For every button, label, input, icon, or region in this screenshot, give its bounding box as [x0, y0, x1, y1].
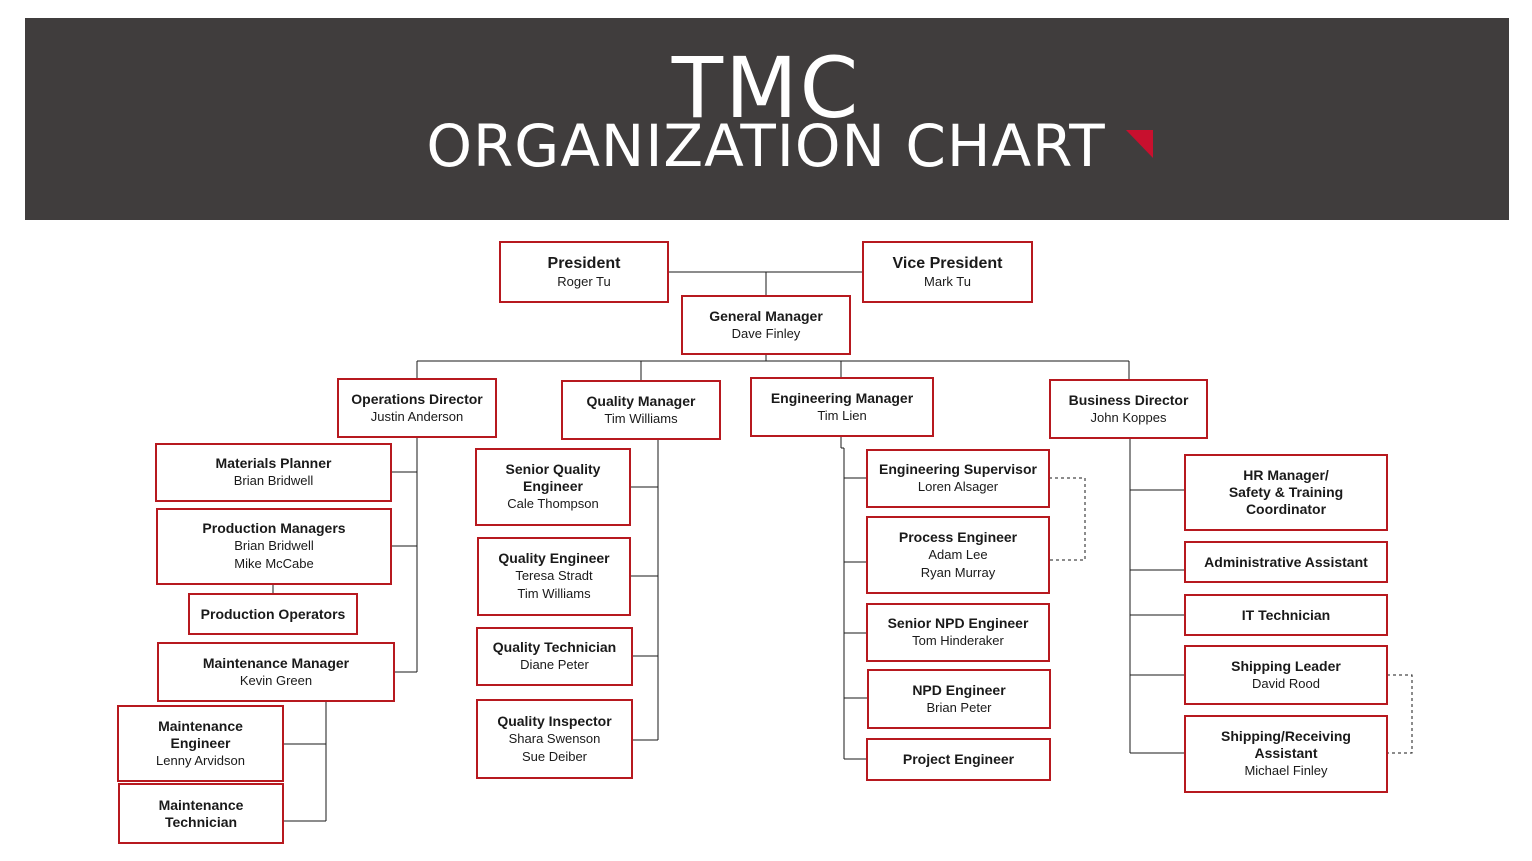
role-title: HR Manager/ Safety & Training Coordinato… [1228, 467, 1344, 517]
org-box-engineering-supervisor: Engineering Supervisor Loren Alsager [866, 449, 1050, 508]
person-name: Sue Deiber [521, 748, 588, 764]
person-name: Tom Hinderaker [912, 633, 1004, 648]
org-box-quality-engineer: Quality Engineer Teresa Stradt Tim Willi… [477, 537, 631, 616]
person-name: Tim Williams [604, 410, 678, 426]
role-title: IT Technician [1241, 606, 1331, 623]
role-title: General Manager [709, 307, 823, 324]
org-box-engineering-manager: Engineering Manager Tim Lien [750, 377, 934, 437]
org-box-senior-quality-engineer: Senior Quality Engineer Cale Thompson [475, 448, 631, 526]
role-title: Production Operators [200, 605, 346, 622]
org-box-project-engineer: Project Engineer [866, 738, 1051, 781]
role-title: Senior Quality Engineer [505, 461, 601, 494]
person-name: Dave Finley [731, 325, 801, 341]
org-box-hr-manager: HR Manager/ Safety & Training Coordinato… [1184, 454, 1388, 531]
org-box-administrative-assistant: Administrative Assistant [1184, 541, 1388, 583]
chart-title: TMC [671, 39, 861, 137]
org-box-shipping-leader: Shipping Leader David Rood [1184, 645, 1388, 705]
role-title: Maintenance Manager [202, 654, 350, 671]
role-title: Engineering Supervisor [879, 461, 1037, 477]
person-name: Adam Lee [928, 546, 988, 562]
role-title: Shipping/Receiving Assistant [1221, 728, 1351, 761]
role-title: NPD Engineer [912, 681, 1006, 698]
org-box-npd-engineer: NPD Engineer Brian Peter [867, 669, 1051, 729]
role-title: Administrative Assistant [1204, 553, 1368, 570]
org-box-president: President Roger Tu [499, 241, 669, 303]
role-title: Business Director [1068, 391, 1189, 408]
person-name: Shara Swenson [508, 730, 601, 746]
org-box-production-managers: Production Managers Brian Bridwell Mike … [156, 508, 392, 585]
role-title: Shipping Leader [1231, 657, 1341, 674]
org-box-general-manager: General Manager Dave Finley [681, 295, 851, 355]
org-box-maintenance-manager: Maintenance Manager Kevin Green [157, 642, 395, 702]
person-name: Loren Alsager [917, 479, 999, 494]
org-box-process-engineer: Process Engineer Adam Lee Ryan Murray [866, 516, 1050, 594]
org-box-senior-npd-engineer: Senior NPD Engineer Tom Hinderaker [866, 603, 1050, 662]
org-box-maintenance-technician: Maintenance Technician [118, 783, 284, 844]
org-box-vice-president: Vice President Mark Tu [862, 241, 1033, 303]
role-title: Vice President [892, 254, 1003, 272]
role-title: Quality Technician [492, 639, 617, 655]
person-name: Ryan Murray [920, 564, 996, 580]
role-title: Quality Inspector [497, 712, 612, 729]
role-title: Quality Engineer [498, 550, 610, 566]
org-box-production-operators: Production Operators [188, 593, 358, 635]
person-name: Cale Thompson [507, 496, 599, 511]
person-name: Brian Bridwell [233, 473, 314, 488]
person-name: Diane Peter [520, 657, 589, 672]
org-box-business-director: Business Director John Koppes [1049, 379, 1208, 439]
accent-triangle-icon [1126, 130, 1153, 158]
person-name: Lenny Arvidson [156, 752, 245, 768]
role-title: Production Managers [202, 520, 346, 536]
role-title: Process Engineer [898, 528, 1018, 545]
org-box-quality-inspector: Quality Inspector Shara Swenson Sue Deib… [476, 699, 633, 779]
person-name: Kevin Green [239, 672, 313, 688]
person-name: Justin Anderson [370, 408, 464, 424]
role-title: Senior NPD Engineer [887, 615, 1029, 631]
person-name: David Rood [1252, 675, 1320, 691]
person-name: Tim Lien [817, 407, 867, 423]
role-title: Operations Director [351, 390, 483, 407]
person-name: Brian Bridwell [234, 538, 314, 553]
role-title: Maintenance Technician [158, 796, 244, 830]
role-title: Project Engineer [902, 751, 1015, 767]
person-name: John Koppes [1090, 409, 1167, 425]
role-title: Quality Manager [586, 392, 696, 409]
org-box-maintenance-engineer: Maintenance Engineer Lenny Arvidson [117, 705, 284, 782]
person-name: Brian Peter [926, 699, 992, 715]
person-name: Mike McCabe [234, 556, 314, 571]
person-name: Michael Finley [1244, 763, 1328, 778]
header-banner [25, 18, 1509, 220]
org-box-quality-manager: Quality Manager Tim Williams [561, 380, 721, 440]
person-name: Teresa Stradt [515, 568, 593, 583]
chart-subtitle: ORGANIZATION CHART [426, 112, 1106, 180]
role-title: Maintenance Engineer [158, 717, 243, 751]
role-title: President [547, 254, 621, 272]
org-box-quality-technician: Quality Technician Diane Peter [476, 627, 633, 686]
org-box-operations-director: Operations Director Justin Anderson [337, 378, 497, 438]
org-box-materials-planner: Materials Planner Brian Bridwell [155, 443, 392, 502]
org-box-it-technician: IT Technician [1184, 594, 1388, 636]
role-title: Materials Planner [215, 455, 332, 471]
person-name: Tim Williams [517, 586, 591, 601]
person-name: Roger Tu [557, 273, 611, 289]
role-title: Engineering Manager [770, 389, 914, 406]
org-box-shipping-receiving-assistant: Shipping/Receiving Assistant Michael Fin… [1184, 715, 1388, 793]
person-name: Mark Tu [924, 273, 971, 289]
